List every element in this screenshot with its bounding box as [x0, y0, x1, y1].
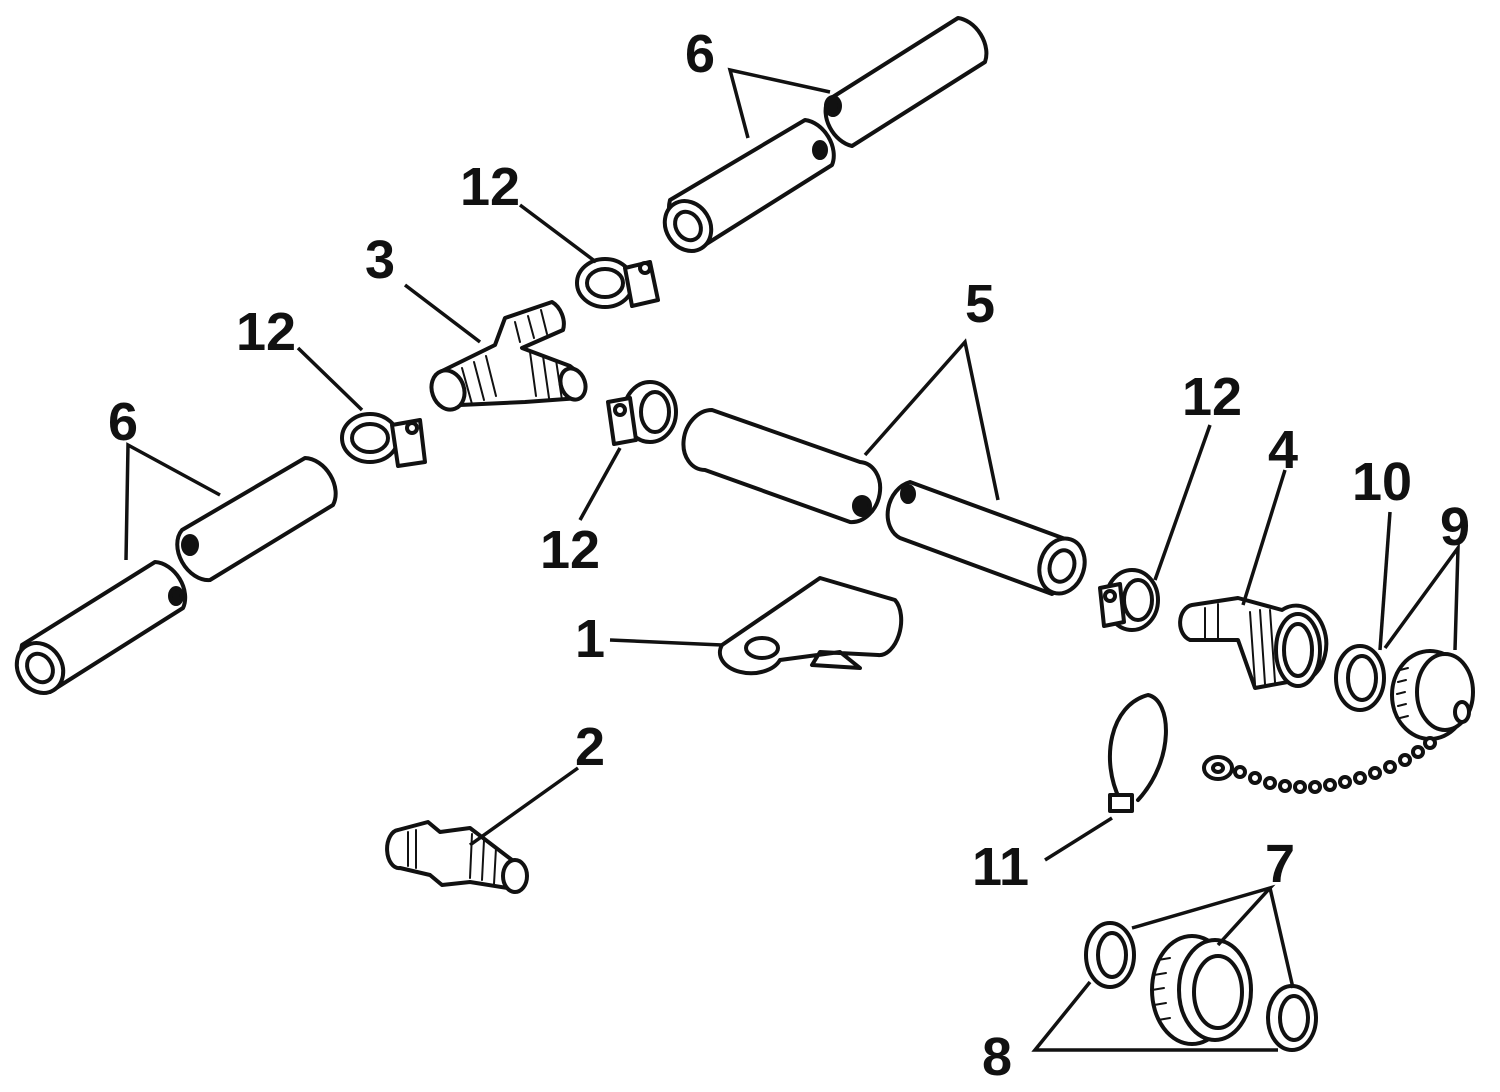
part-6-hose-top-right — [823, 16, 989, 148]
part-12-hose-clamp-top — [575, 257, 660, 309]
callout-7: 7 — [1265, 834, 1295, 894]
callout-11: 11 — [972, 837, 1029, 897]
part-5-hose-left — [681, 407, 883, 525]
part-1-mounting-bracket — [717, 576, 904, 676]
callout-6-left: 6 — [108, 392, 138, 452]
part-6-hose-left-right — [175, 456, 338, 583]
callout-12-middle: 12 — [540, 520, 600, 580]
callout-8: 8 — [982, 1027, 1012, 1087]
part-3-tee-fitting — [429, 300, 588, 412]
callout-5: 5 — [965, 274, 995, 334]
part-12-hose-clamp-right — [1098, 568, 1160, 632]
callout-labels: 6 12 3 12 6 12 5 12 4 10 9 1 2 11 7 8 — [108, 24, 1470, 1087]
part-10-washer — [1334, 644, 1386, 712]
callout-12-left: 12 — [236, 302, 296, 362]
part-4-hose-adapter — [1178, 596, 1329, 690]
part-6-hose-left-left — [14, 560, 188, 695]
callout-3: 3 — [365, 230, 395, 290]
part-12-hose-clamp-left — [340, 412, 427, 468]
part-2-threaded-fitting — [385, 820, 529, 894]
callout-1: 1 — [575, 609, 605, 669]
callout-10: 10 — [1352, 452, 1412, 512]
part-5-hose-right — [885, 480, 1087, 596]
leader-lines — [124, 67, 1460, 1052]
part-8-washer-left — [1084, 921, 1136, 989]
callout-12-right: 12 — [1182, 367, 1242, 427]
callout-6-top: 6 — [685, 24, 715, 84]
callout-12-top: 12 — [460, 157, 520, 217]
part-12-hose-clamp-middle — [606, 380, 678, 446]
part-8-washer-right — [1266, 984, 1318, 1052]
part-9-cap-with-chain — [1202, 649, 1475, 794]
callout-9: 9 — [1440, 497, 1470, 557]
part-11-tie-strap — [1107, 693, 1168, 813]
callout-4: 4 — [1268, 420, 1298, 480]
part-7-coupling-nut — [1150, 934, 1253, 1046]
callout-2: 2 — [575, 717, 605, 777]
part-6-hose-top-left — [662, 118, 836, 253]
